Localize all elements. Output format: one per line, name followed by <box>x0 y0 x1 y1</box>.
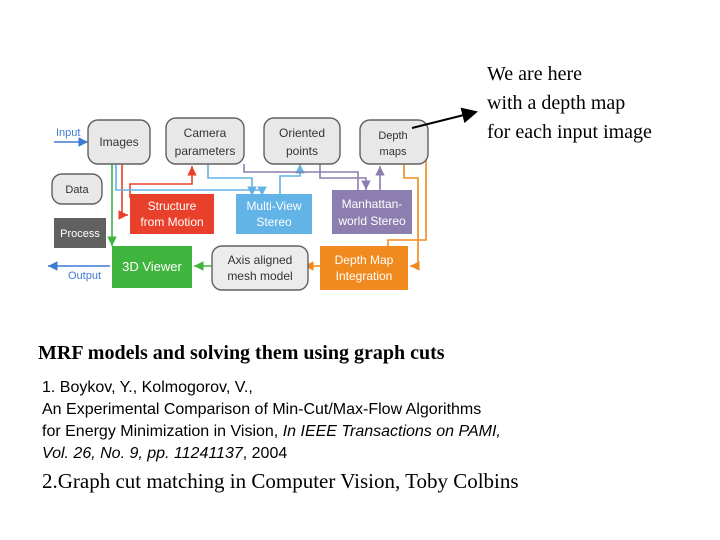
legend-data-node: Data <box>51 173 103 205</box>
node-depth-maps: Depth maps <box>359 119 429 165</box>
reference-1-number: 1. <box>42 379 60 396</box>
references: 1. Boykov, Y., Kolmogorov, V., An Experi… <box>42 377 712 494</box>
node-oriented-points: Oriented points <box>263 117 341 165</box>
node-sfm-label-1: Structure <box>148 199 197 213</box>
node-manhattan-world-stereo: Manhattan- world Stereo <box>332 190 412 234</box>
node-multi-view-stereo: Multi-View Stereo <box>236 194 312 234</box>
node-points-label-2: points <box>286 144 318 158</box>
node-camera-label-1: Camera <box>184 126 227 140</box>
node-images: Images <box>87 119 151 165</box>
legend-process-label: Process <box>60 228 100 240</box>
reference-1-title: An Experimental Comparison of Min-Cut/Ma… <box>42 401 482 418</box>
reference-1-journal: In IEEE Transactions on PAMI, <box>282 423 501 440</box>
callout-line-1: We are here <box>487 63 582 85</box>
callout-arrow <box>411 107 478 129</box>
reference-1: 1. Boykov, Y., Kolmogorov, V., An Experi… <box>42 377 712 465</box>
node-depth-map-integration: Depth Map Integration <box>320 246 408 290</box>
node-integration-label-2: Integration <box>336 269 393 283</box>
pipeline-diagram: Input Data Process Output Images Camera … <box>48 107 478 291</box>
callout-line-2: with a depth map <box>487 92 626 114</box>
legend-process-node: Process <box>54 218 106 248</box>
section-heading: MRF models and solving them using graph … <box>38 342 445 364</box>
node-points-label-1: Oriented <box>279 126 325 140</box>
reference-1-title-cont: for Energy Minimization in Vision, <box>42 423 283 440</box>
node-camera-parameters: Camera parameters <box>165 117 245 165</box>
callout-text: We are here with a depth map for each in… <box>487 60 712 147</box>
node-depth-label-2: maps <box>380 146 407 158</box>
reference-1-volume: Vol. 26, No. 9, pp. 11241137 <box>42 445 243 462</box>
node-structure-from-motion: Structure from Motion <box>130 194 214 234</box>
reference-2: 2.Graph cut matching in Computer Vision,… <box>42 469 519 493</box>
node-mesh-label-2: mesh model <box>227 269 292 283</box>
node-camera-label-2: parameters <box>175 144 236 158</box>
node-manhattan-label-1: Manhattan- <box>342 197 403 211</box>
node-mesh-label-1: Axis aligned <box>228 253 293 267</box>
node-depth-label-1: Depth <box>378 130 407 142</box>
node-manhattan-label-2: world Stereo <box>337 214 406 228</box>
legend-data-label: Data <box>65 184 89 196</box>
legend-output-label: Output <box>68 270 101 282</box>
node-3d-viewer: 3D Viewer <box>112 246 192 288</box>
reference-1-year: , 2004 <box>242 445 288 462</box>
legend-input-label: Input <box>56 127 80 139</box>
node-sfm-label-2: from Motion <box>140 215 203 229</box>
node-axis-aligned-mesh: Axis aligned mesh model <box>211 245 309 291</box>
node-mvs-label-2: Stereo <box>256 215 292 229</box>
callout-line-3: for each input image <box>487 121 652 143</box>
node-integration-label-1: Depth Map <box>335 253 394 267</box>
node-viewer-label: 3D Viewer <box>122 259 182 274</box>
node-mvs-label-1: Multi-View <box>246 199 301 213</box>
reference-1-authors: Boykov, Y., Kolmogorov, V., <box>59 379 253 396</box>
node-images-label: Images <box>99 135 138 149</box>
